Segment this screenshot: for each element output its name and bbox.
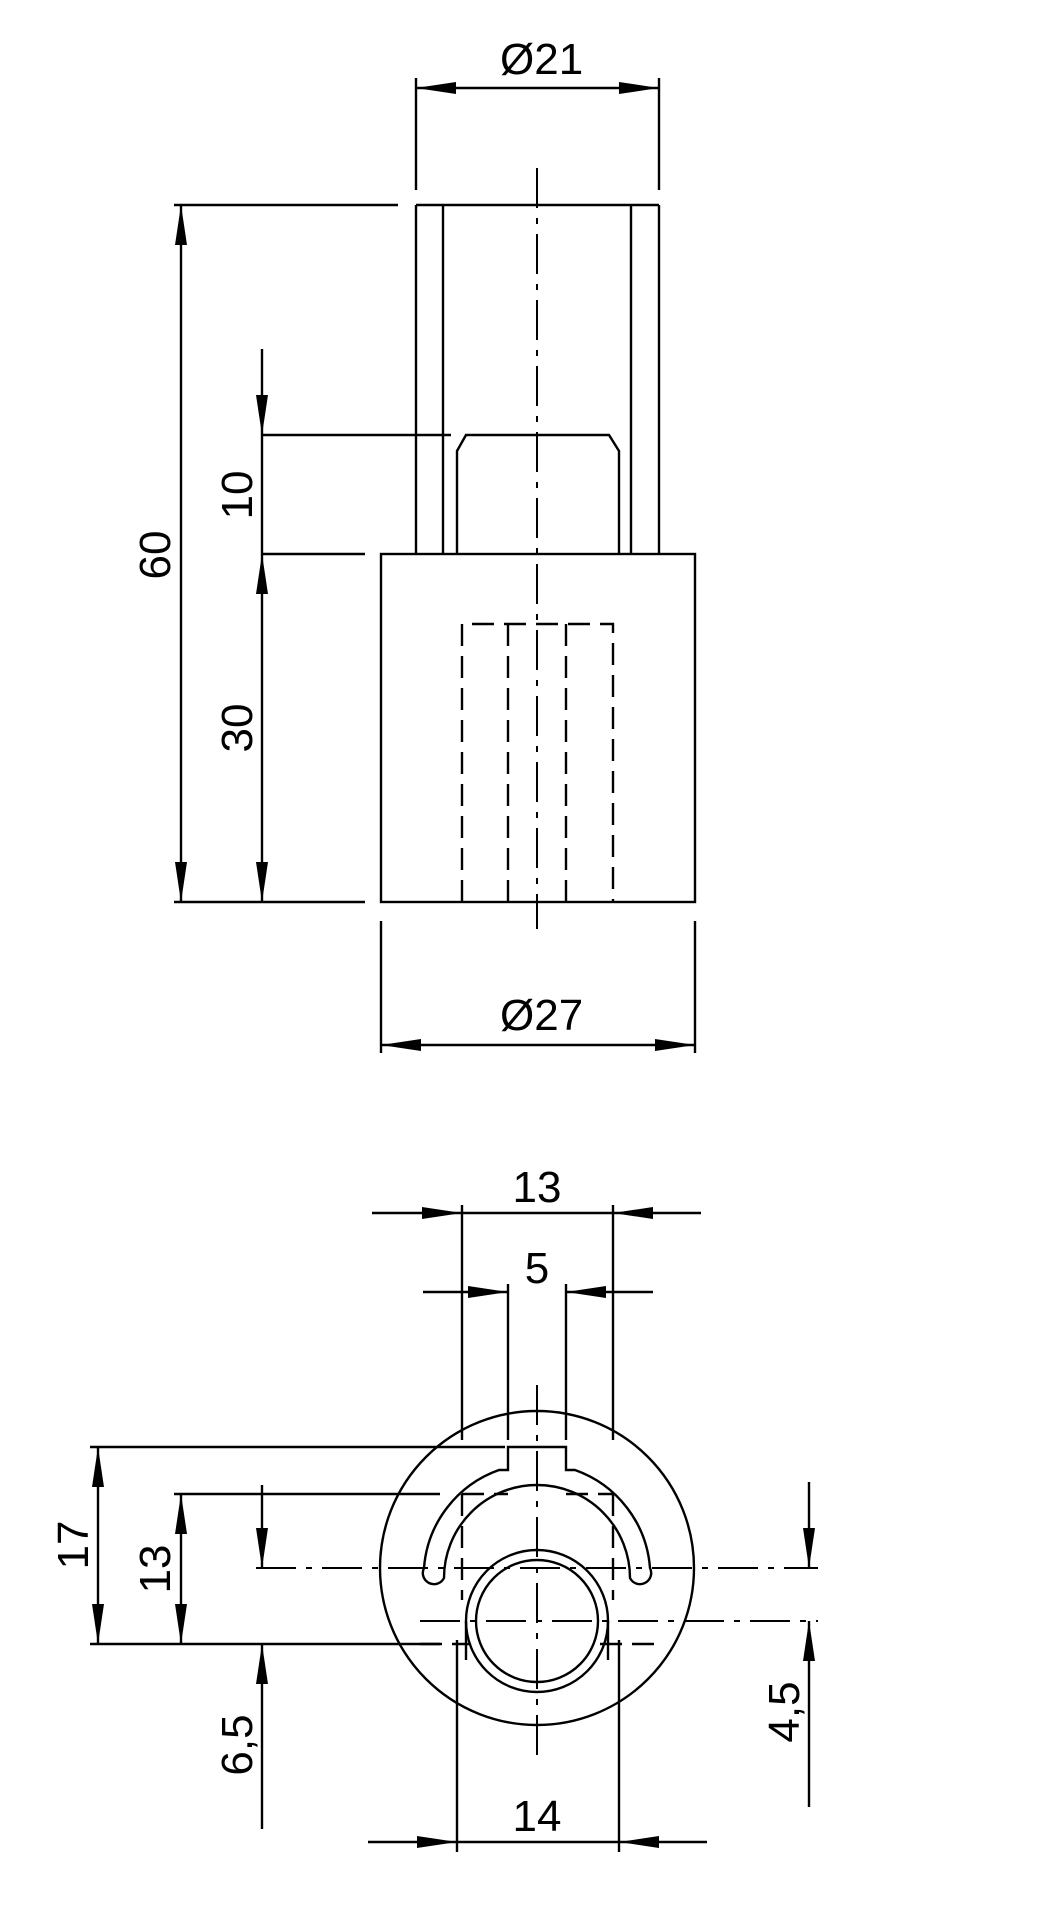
dim-d21: Ø21 [500,35,583,84]
dim-17: 17 [49,1521,98,1570]
dim-10: 10 [213,471,262,520]
side-view: Ø21 60 10 30 Ø27 [131,35,697,1053]
dim-13-left: 13 [131,1545,180,1594]
end-view: 13 5 17 13 6,5 4,5 14 [49,1163,818,1852]
dim-60: 60 [131,531,180,580]
dim-14: 14 [513,1792,562,1841]
dim-4-5: 4,5 [760,1681,809,1742]
dim-d27: Ø27 [500,991,583,1040]
dim-30: 30 [213,704,262,753]
dim-13-top: 13 [513,1163,562,1212]
dim-5: 5 [525,1244,549,1293]
dim-6-5: 6,5 [213,1714,262,1775]
